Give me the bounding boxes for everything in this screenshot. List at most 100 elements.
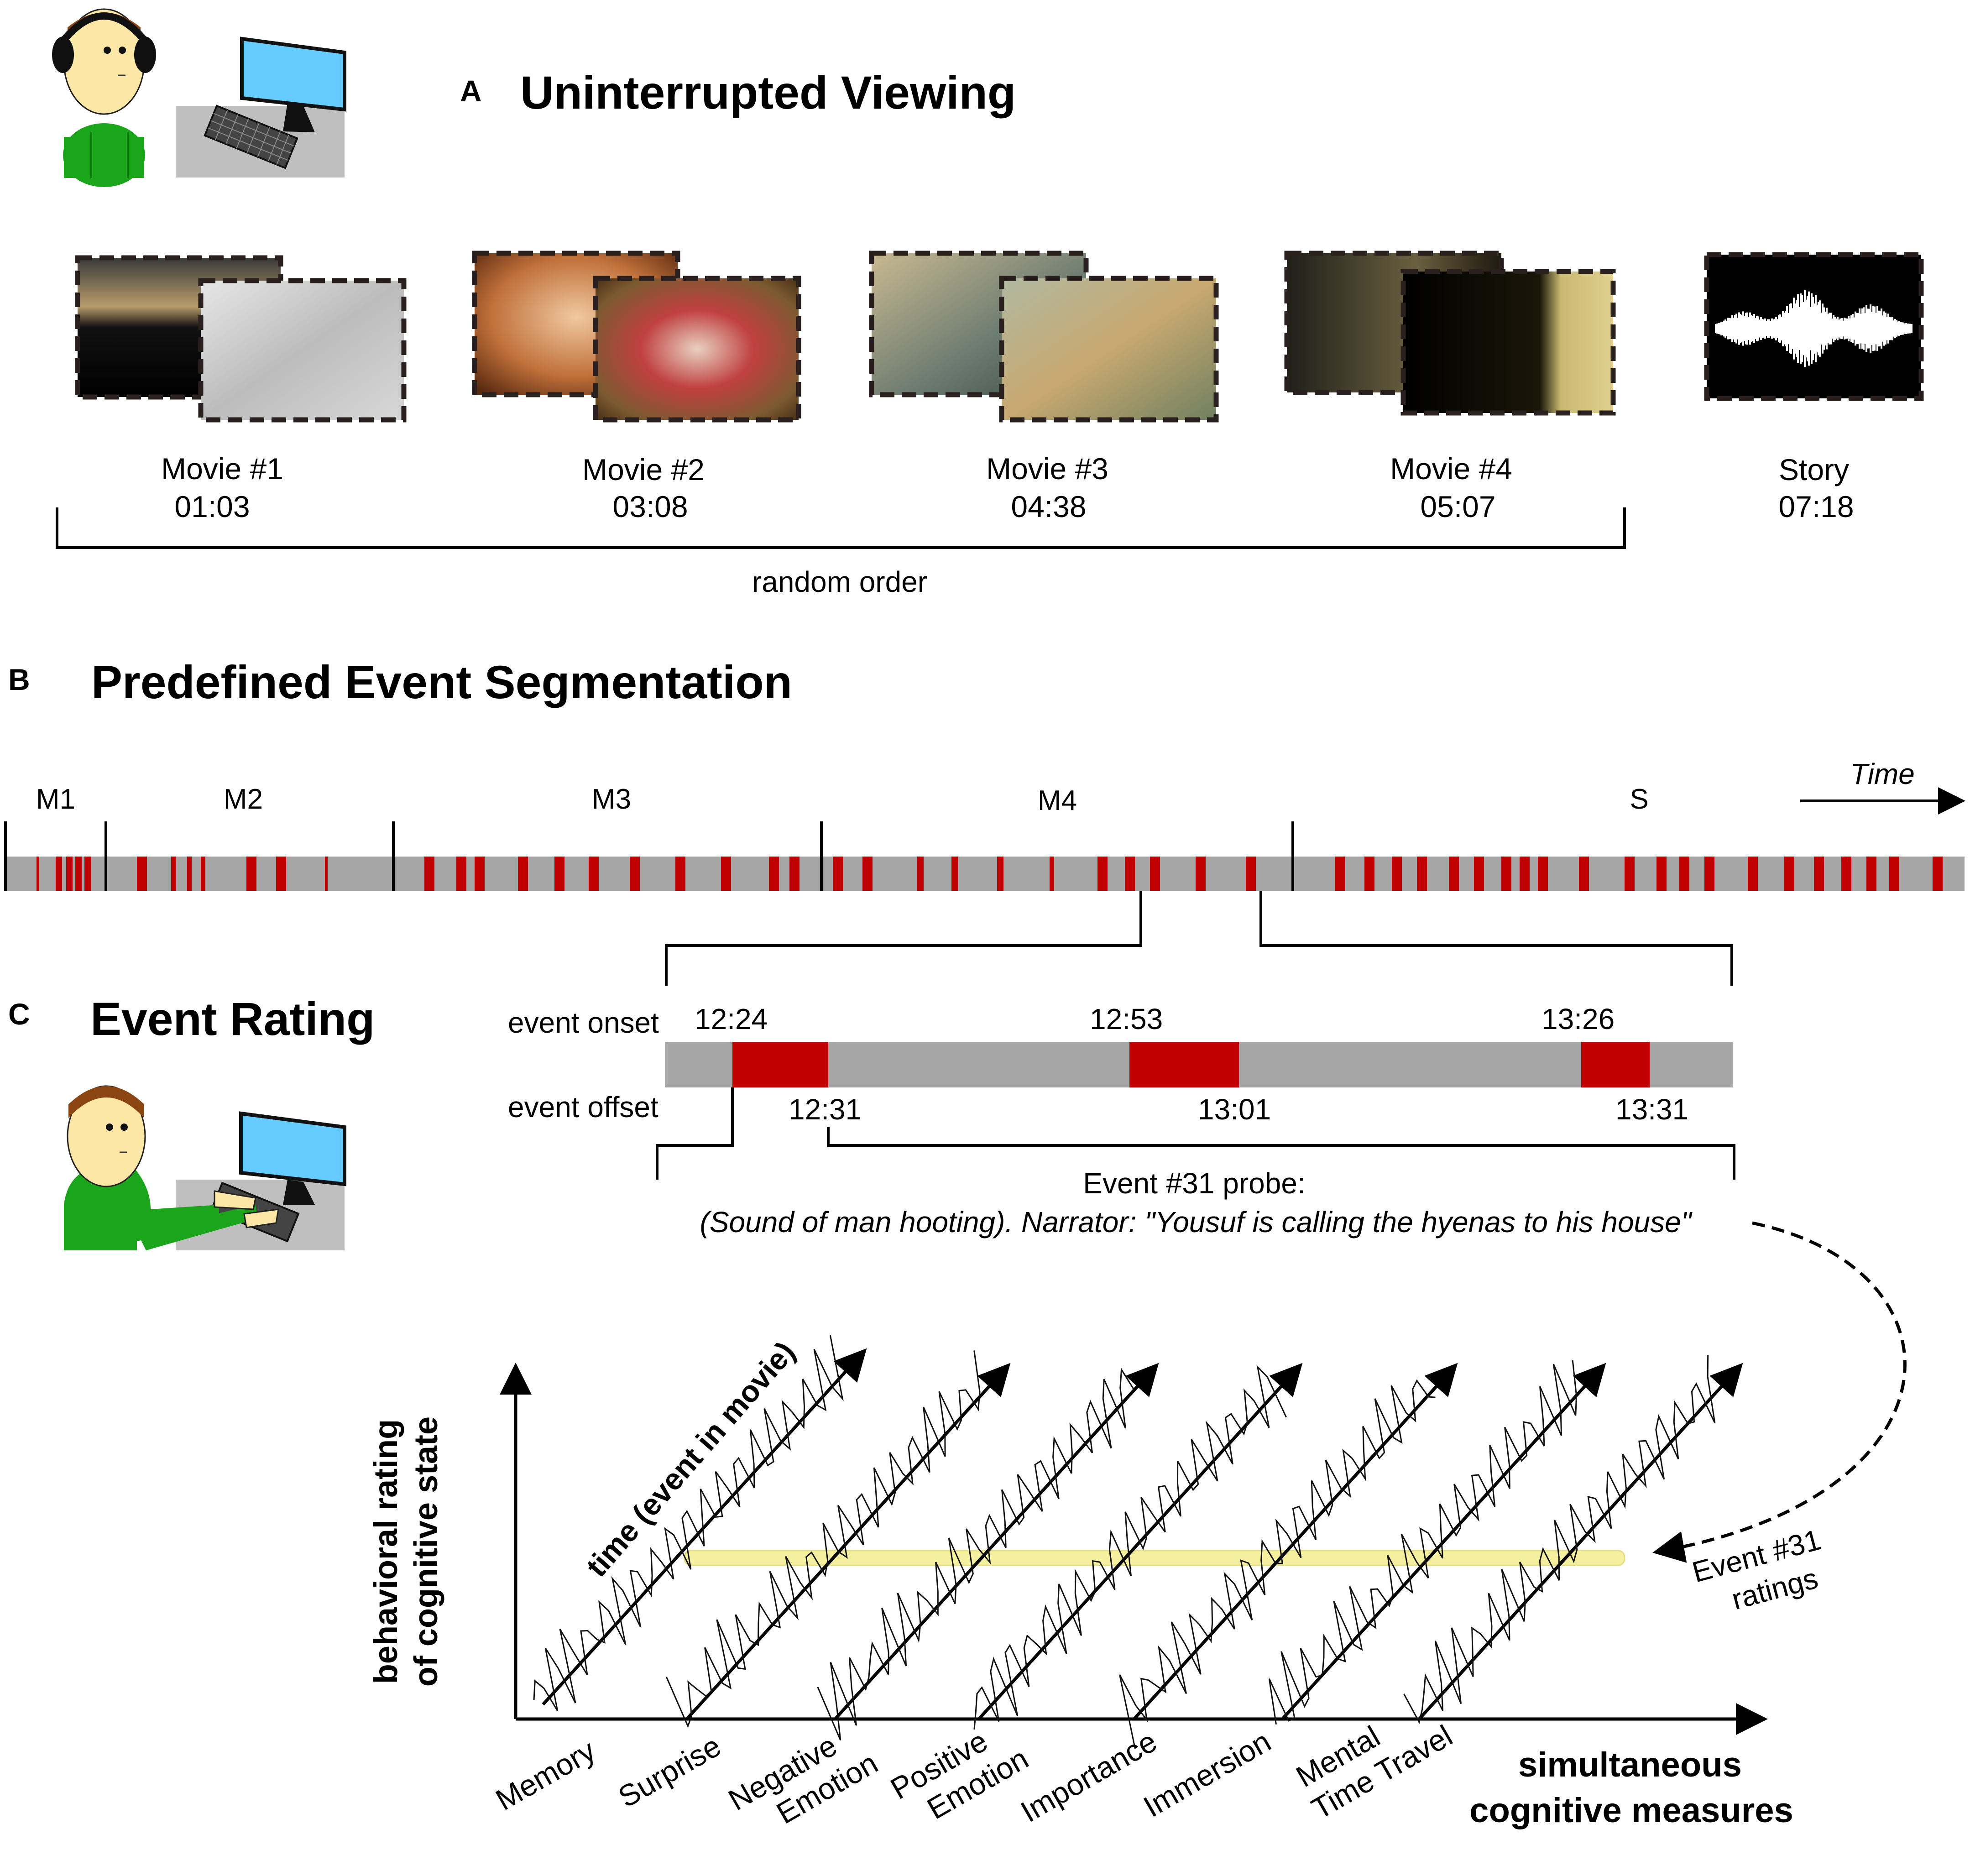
event-mark <box>1417 857 1427 891</box>
event-mark <box>276 857 286 891</box>
story-name: Story <box>1779 453 1849 486</box>
panel-a-letter: A <box>460 74 482 108</box>
segment-label-m1: M1 <box>36 784 75 815</box>
event-mark <box>789 857 799 891</box>
segment-labels: M1 M2 M3 M4 S <box>36 784 1649 816</box>
panel-c-title: Event Rating <box>90 993 375 1045</box>
event-block-1 <box>732 1042 828 1087</box>
segment-label-m3: M3 <box>592 784 631 815</box>
measure-label-negative-emotion: Negative Emotion <box>723 1715 883 1848</box>
x-axis-label-line1: simultaneous <box>1518 1745 1742 1784</box>
event-onset-label: event onset <box>508 1006 659 1039</box>
event-mark <box>917 857 924 891</box>
event-mark <box>325 857 328 891</box>
y-axis-label-line1: behavioral rating <box>368 1419 404 1684</box>
onset-time-1: 12:24 <box>695 1003 768 1035</box>
event-mark <box>1501 857 1511 891</box>
measure-label-positive-emotion: Positive Emotion <box>885 1710 1034 1836</box>
event-mark <box>456 857 466 891</box>
y-axis-label-line2: of cognitive state <box>408 1416 444 1687</box>
event-mark <box>1474 857 1484 891</box>
event-mark <box>75 857 82 891</box>
event-mark <box>201 857 205 891</box>
time-axis-arrow <box>1418 1363 1743 1720</box>
event-mark <box>424 857 434 891</box>
y-axis-label: behavioral rating of cognitive state <box>368 1416 444 1687</box>
movie-4-duration: 05:07 <box>1420 490 1495 523</box>
event-marks <box>37 857 1943 891</box>
rating-trace <box>1268 1360 1578 1724</box>
panel-b-letter: B <box>8 663 30 696</box>
viewer-figure <box>52 8 156 187</box>
event-mark <box>187 857 192 891</box>
ratings-dashed-arrow <box>1652 1221 1907 1563</box>
event-mark <box>951 857 958 891</box>
event-block-2 <box>1129 1042 1239 1087</box>
event-mark <box>1866 857 1876 891</box>
rating-trace <box>533 1335 844 1711</box>
movie-2-name: Movie #2 <box>582 453 705 486</box>
event-timeline-track <box>5 857 1965 891</box>
time-axis-arrow <box>1133 1363 1458 1720</box>
segment-label-s: S <box>1630 784 1648 815</box>
event-mark <box>1889 857 1899 891</box>
event-mark <box>1335 857 1345 891</box>
rating-trace <box>817 1367 1135 1741</box>
event-mark <box>833 857 843 891</box>
rating-traces <box>533 1335 1743 1749</box>
event-block-3 <box>1581 1042 1650 1087</box>
audio-waveform-icon <box>1715 290 1913 367</box>
panel-b-title: Predefined Event Segmentation <box>91 656 792 708</box>
measure-labels: Memory Surprise Negative Emotion Positiv… <box>490 1710 1458 1848</box>
rating-trace <box>1403 1355 1716 1724</box>
event-mark <box>475 857 485 891</box>
rating-trace <box>665 1350 981 1728</box>
movie-3-duration: 04:38 <box>1011 490 1086 523</box>
clip-labels: Movie #1 01:03 Movie #2 03:08 Movie #3 0… <box>161 452 1854 523</box>
event-mark <box>1679 857 1689 891</box>
event-mark <box>1520 857 1530 891</box>
event-mark <box>554 857 564 891</box>
event-mark <box>1933 857 1943 891</box>
event-mark <box>56 857 62 891</box>
rater-figure <box>64 1085 346 1250</box>
zoom-connector-left <box>665 891 1142 986</box>
event-mark <box>721 857 731 891</box>
event-mark <box>137 857 147 891</box>
onset-time-2: 12:53 <box>1090 1003 1163 1035</box>
event-mark <box>1125 857 1135 891</box>
segment-dividers <box>4 821 1294 891</box>
probe-text: (Sound of man hooting). Narrator: "Yousu… <box>700 1206 1693 1238</box>
headphones-icon <box>56 12 152 48</box>
x-axis-label: simultaneous cognitive measures <box>1469 1745 1793 1830</box>
offset-time-3: 13:31 <box>1615 1093 1688 1126</box>
event-mark <box>518 857 528 891</box>
event-mark <box>1579 857 1589 891</box>
event-mark <box>1449 857 1459 891</box>
zoom-connector-right <box>1259 891 1733 986</box>
story-duration: 07:18 <box>1778 490 1854 523</box>
movie-2-duration: 03:08 <box>612 490 688 523</box>
time-axis-arrow <box>977 1363 1303 1720</box>
event-mark <box>1196 857 1206 891</box>
event-mark <box>1841 857 1851 891</box>
movie-3-thumbnail <box>869 251 1219 423</box>
movie-4-name: Movie #4 <box>1390 452 1512 486</box>
event-mark <box>37 857 39 891</box>
event-offset-label: event offset <box>508 1091 658 1124</box>
onset-time-3: 13:26 <box>1542 1003 1615 1035</box>
event-mark <box>246 857 256 891</box>
event-mark <box>1097 857 1108 891</box>
event-mark <box>1364 857 1374 891</box>
event-mark <box>1814 857 1824 891</box>
event-mark <box>1704 857 1714 891</box>
offset-time-1: 12:31 <box>789 1093 862 1126</box>
event-mark <box>66 857 73 891</box>
rating-trace <box>1119 1379 1436 1749</box>
movie-1-name: Movie #1 <box>161 452 283 486</box>
event-mark <box>997 857 1003 891</box>
event-mark <box>862 857 873 891</box>
event-mark <box>589 857 599 891</box>
event-mark <box>1246 857 1256 891</box>
event-mark <box>1625 857 1635 891</box>
